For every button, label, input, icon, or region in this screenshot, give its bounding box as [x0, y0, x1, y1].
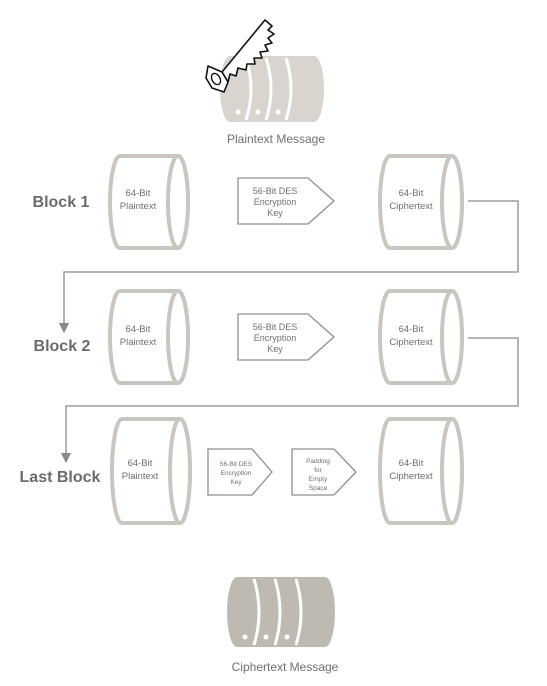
block-2-plaintext-line-1: 64-Bit: [126, 324, 151, 335]
padding-line-2: for: [314, 467, 322, 474]
block-1-plaintext-line-1: 64-Bit: [126, 188, 151, 199]
block-2-ciphertext-line-1: 64-Bit: [399, 324, 424, 335]
last-block-padding-tag: Padding for Empty Space: [291, 448, 357, 496]
last-block-ciphertext-line-1: 64-Bit: [399, 458, 424, 469]
last-block-plaintext-line-2: Plaintext: [122, 471, 159, 482]
block-1-ciphertext-cylinder: 64-Bit Ciphertext: [378, 154, 464, 250]
last-block-ciphertext-line-2: Ciphertext: [389, 471, 433, 482]
block-2-plaintext-line-2: Plaintext: [120, 337, 157, 348]
block-1-plaintext-line-2: Plaintext: [120, 201, 157, 212]
block-2-plaintext-cylinder: 64-Bit Plaintext: [108, 289, 190, 385]
block-1-key-line-1: 56-Bit DES: [253, 186, 298, 196]
padding-line-3: Empty: [309, 476, 328, 483]
last-block-label: Last Block: [20, 469, 101, 486]
ciphertext-disk-stack-icon: [227, 577, 335, 647]
padding-line-1: Padding: [306, 458, 330, 465]
last-block-key-line-2: Encryption: [221, 470, 252, 477]
block-1-key-line-3: Key: [267, 208, 283, 218]
connector-block-1-to-block-2: [58, 200, 519, 334]
block-2-key-line-1: 56-Bit DES: [253, 322, 298, 332]
saw-icon: [205, 19, 275, 93]
padding-line-4: Space: [309, 485, 328, 492]
plaintext-message-label: Plaintext Message: [227, 132, 325, 146]
block-2-label: Block 2: [34, 338, 91, 355]
ciphertext-message-label: Ciphertext Message: [232, 660, 339, 674]
block-2-encryption-key-tag: 56-Bit DES Encryption Key: [237, 313, 335, 361]
last-block-ciphertext-cylinder: 64-Bit Ciphertext: [378, 417, 464, 525]
block-1-ciphertext-line-2: Ciphertext: [389, 201, 433, 212]
last-block-encryption-key-tag: 56-Bit DES Encryption Key: [207, 448, 273, 496]
connector-block-2-to-last-block: [60, 337, 519, 464]
block-2-ciphertext-line-2: Ciphertext: [389, 337, 433, 348]
block-1-key-line-2: Encryption: [254, 197, 297, 207]
block-2-key-line-2: Encryption: [254, 333, 297, 343]
block-1-label: Block 1: [33, 194, 90, 211]
block-2-ciphertext-cylinder: 64-Bit Ciphertext: [378, 289, 464, 385]
block-1-ciphertext-line-1: 64-Bit: [399, 188, 424, 199]
block-1-plaintext-cylinder: 64-Bit Plaintext: [108, 154, 190, 250]
block-1-encryption-key-tag: 56-Bit DES Encryption Key: [237, 177, 335, 225]
last-block-key-line-3: Key: [230, 479, 242, 486]
last-block-plaintext-line-1: 64-Bit: [128, 458, 153, 469]
last-block-plaintext-cylinder: 64-Bit Plaintext: [110, 417, 192, 525]
block-2-key-line-3: Key: [267, 344, 283, 354]
last-block-key-line-1: 56-Bit DES: [220, 461, 253, 468]
